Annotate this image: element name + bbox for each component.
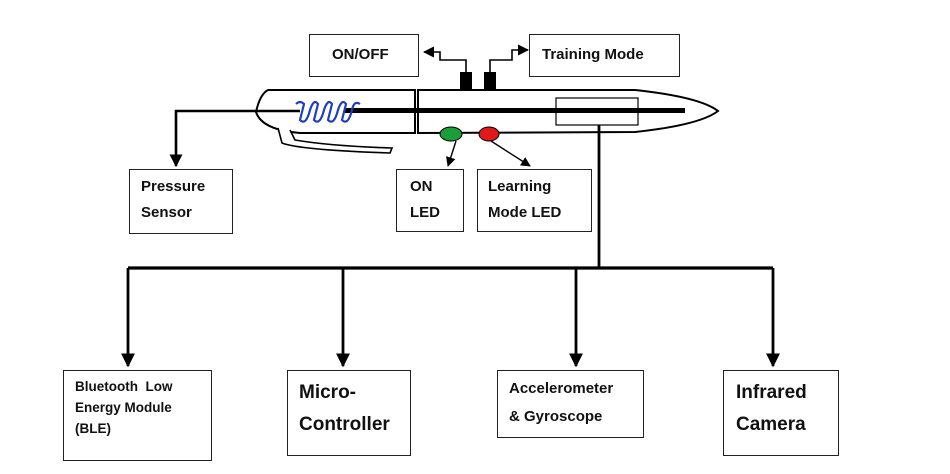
training-mode-switch <box>484 72 496 90</box>
accelerometer-gyroscope-label-line2: & Gyroscope <box>509 408 603 425</box>
on-off-switch <box>460 72 472 90</box>
pressure-sensor-label-line1: Pressure <box>141 178 206 195</box>
on-led-label-line2: LED <box>410 204 440 221</box>
pen-center-rod <box>345 108 685 113</box>
ble-label-line3: (BLE) <box>75 421 111 436</box>
sensor-compartment <box>555 97 639 126</box>
ble-label-line2: Energy Module <box>75 400 172 415</box>
on-led-label-line1: ON <box>410 178 433 195</box>
on-led-icon <box>439 126 463 142</box>
micro-controller-label-line1: Micro- <box>299 382 356 403</box>
learning-mode-led-icon <box>478 126 500 142</box>
learning-mode-led-label-line2: Mode LED <box>488 204 562 221</box>
pen-back-section <box>254 89 416 134</box>
on-off-box: ON/OFF <box>309 34 419 77</box>
on-off-connector <box>422 46 467 72</box>
infrared-camera-label-line1: Infrared <box>736 382 807 403</box>
pressure-sensor-connector <box>169 109 300 168</box>
on-led-connector <box>446 140 457 167</box>
on-led-box: ON LED <box>396 169 464 232</box>
on-off-label: ON/OFF <box>332 46 389 63</box>
infrared-camera-box: Infrared Camera <box>723 370 839 456</box>
pressure-sensor-label-line2: Sensor <box>141 204 192 221</box>
spring-icon <box>295 100 361 123</box>
micro-controller-box: Micro- Controller <box>287 370 411 456</box>
pen-clip <box>277 127 394 154</box>
ble-box: Bluetooth Low Energy Module (BLE) <box>63 370 212 461</box>
infrared-camera-label-line2: Camera <box>736 414 806 435</box>
ble-label-line1: Bluetooth Low <box>75 379 173 394</box>
connectors <box>121 44 780 368</box>
accelerometer-gyroscope-label-line1: Accelerometer <box>509 380 614 397</box>
learning-mode-led-box: Learning Mode LED <box>477 169 592 232</box>
learning-led-connector <box>490 140 531 167</box>
training-mode-connector <box>489 44 530 72</box>
accelerometer-gyroscope-box: Accelerometer & Gyroscope <box>497 370 644 438</box>
pen-body <box>254 72 720 154</box>
training-mode-label: Training Mode <box>542 46 644 63</box>
training-mode-box: Training Mode <box>529 34 680 77</box>
pressure-sensor-box: Pressure Sensor <box>129 169 233 234</box>
learning-mode-led-label-line1: Learning <box>488 178 552 195</box>
micro-controller-label-line2: Controller <box>299 414 390 435</box>
